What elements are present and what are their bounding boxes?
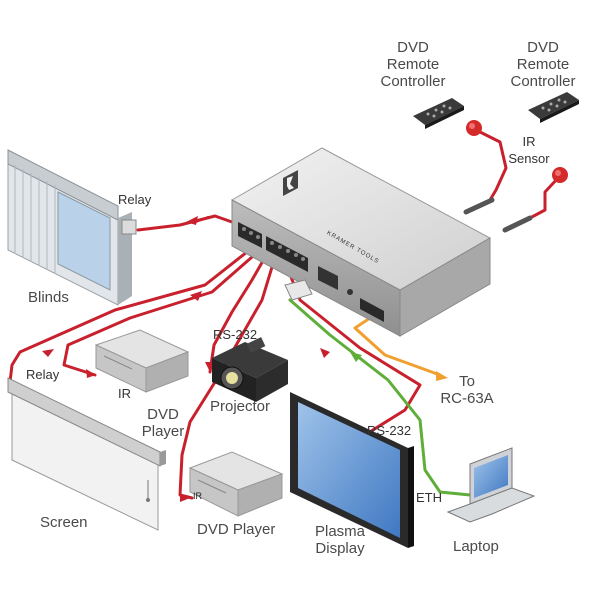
dvd-remote-2-label: DVD Remote Controller (493, 39, 593, 90)
dvd-player-2-label: DVD Player (197, 521, 276, 538)
ir-sensor-cable-1 (474, 128, 508, 202)
rs232-cable-projector (208, 250, 270, 374)
rc63a-cable (353, 316, 442, 377)
dvd-player-icon (94, 329, 190, 393)
audio-jack-plug (502, 215, 533, 233)
laptop-label: Laptop (453, 538, 499, 555)
label-line: Remote (386, 56, 440, 73)
projector-label: Projector (210, 398, 271, 415)
laptop-icon (446, 447, 536, 523)
screen-icon (7, 377, 166, 531)
ir-cable-dvd1 (62, 248, 262, 377)
plasma-display-label: Plasma Display (305, 523, 375, 557)
screen-label: Screen (40, 514, 88, 531)
label-line: DVD (527, 39, 559, 56)
dvd-remote-1-label: DVD Remote Controller (378, 39, 448, 90)
audio-jack-plug (463, 197, 495, 215)
rs232-plasma-label: RS-232 (367, 423, 412, 438)
relay-cable-screen (8, 246, 254, 384)
relay-screen-label: Relay (26, 367, 60, 382)
kramer-controller-icon (230, 147, 492, 337)
arrow-blinds (195, 216, 209, 223)
ir-sensor-cable-2 (528, 176, 560, 220)
eth-label: ETH (416, 490, 442, 505)
dvd-player-icon (188, 451, 284, 517)
ethernet-arrowhead (350, 352, 362, 362)
ir-dvd2-label: IR (193, 491, 202, 501)
label-line: Sensor (508, 151, 550, 166)
dvd-player-1-label: DVD Player (128, 406, 198, 440)
label-line: DVD (147, 406, 179, 423)
relay-blinds-label: Relay (118, 192, 152, 207)
label-line: Controller (510, 73, 576, 90)
label-line: To (459, 373, 475, 390)
label-line: Remote (516, 56, 570, 73)
plasma-display-icon (290, 392, 414, 548)
dvd-remote-icon (413, 98, 464, 129)
ir-sensor-icon (552, 167, 568, 183)
label-line: IR (522, 134, 536, 149)
dvd-remote-icon (528, 92, 579, 123)
label-line: Controller (380, 73, 446, 90)
blinds-label: Blinds (28, 289, 69, 306)
ethernet-cable (288, 298, 472, 497)
rs232-projector-label: RS-232 (213, 327, 258, 342)
label-line: Display (315, 540, 365, 557)
blinds-icon (7, 149, 137, 306)
rc63a-arrowhead (436, 371, 448, 381)
label-line: Player (141, 423, 185, 440)
projector-icon (212, 337, 288, 402)
ir-sensor-icon (466, 120, 482, 136)
label-line: RC-63A (440, 390, 494, 407)
to-rc63a-label: To RC-63A (432, 373, 502, 407)
ir-dvd1-label: IR (118, 386, 131, 401)
ir-sensor-label: IR Sensor (494, 133, 564, 167)
label-line: Plasma (314, 523, 366, 540)
label-line: DVD (397, 39, 429, 56)
relay-box (121, 219, 137, 235)
